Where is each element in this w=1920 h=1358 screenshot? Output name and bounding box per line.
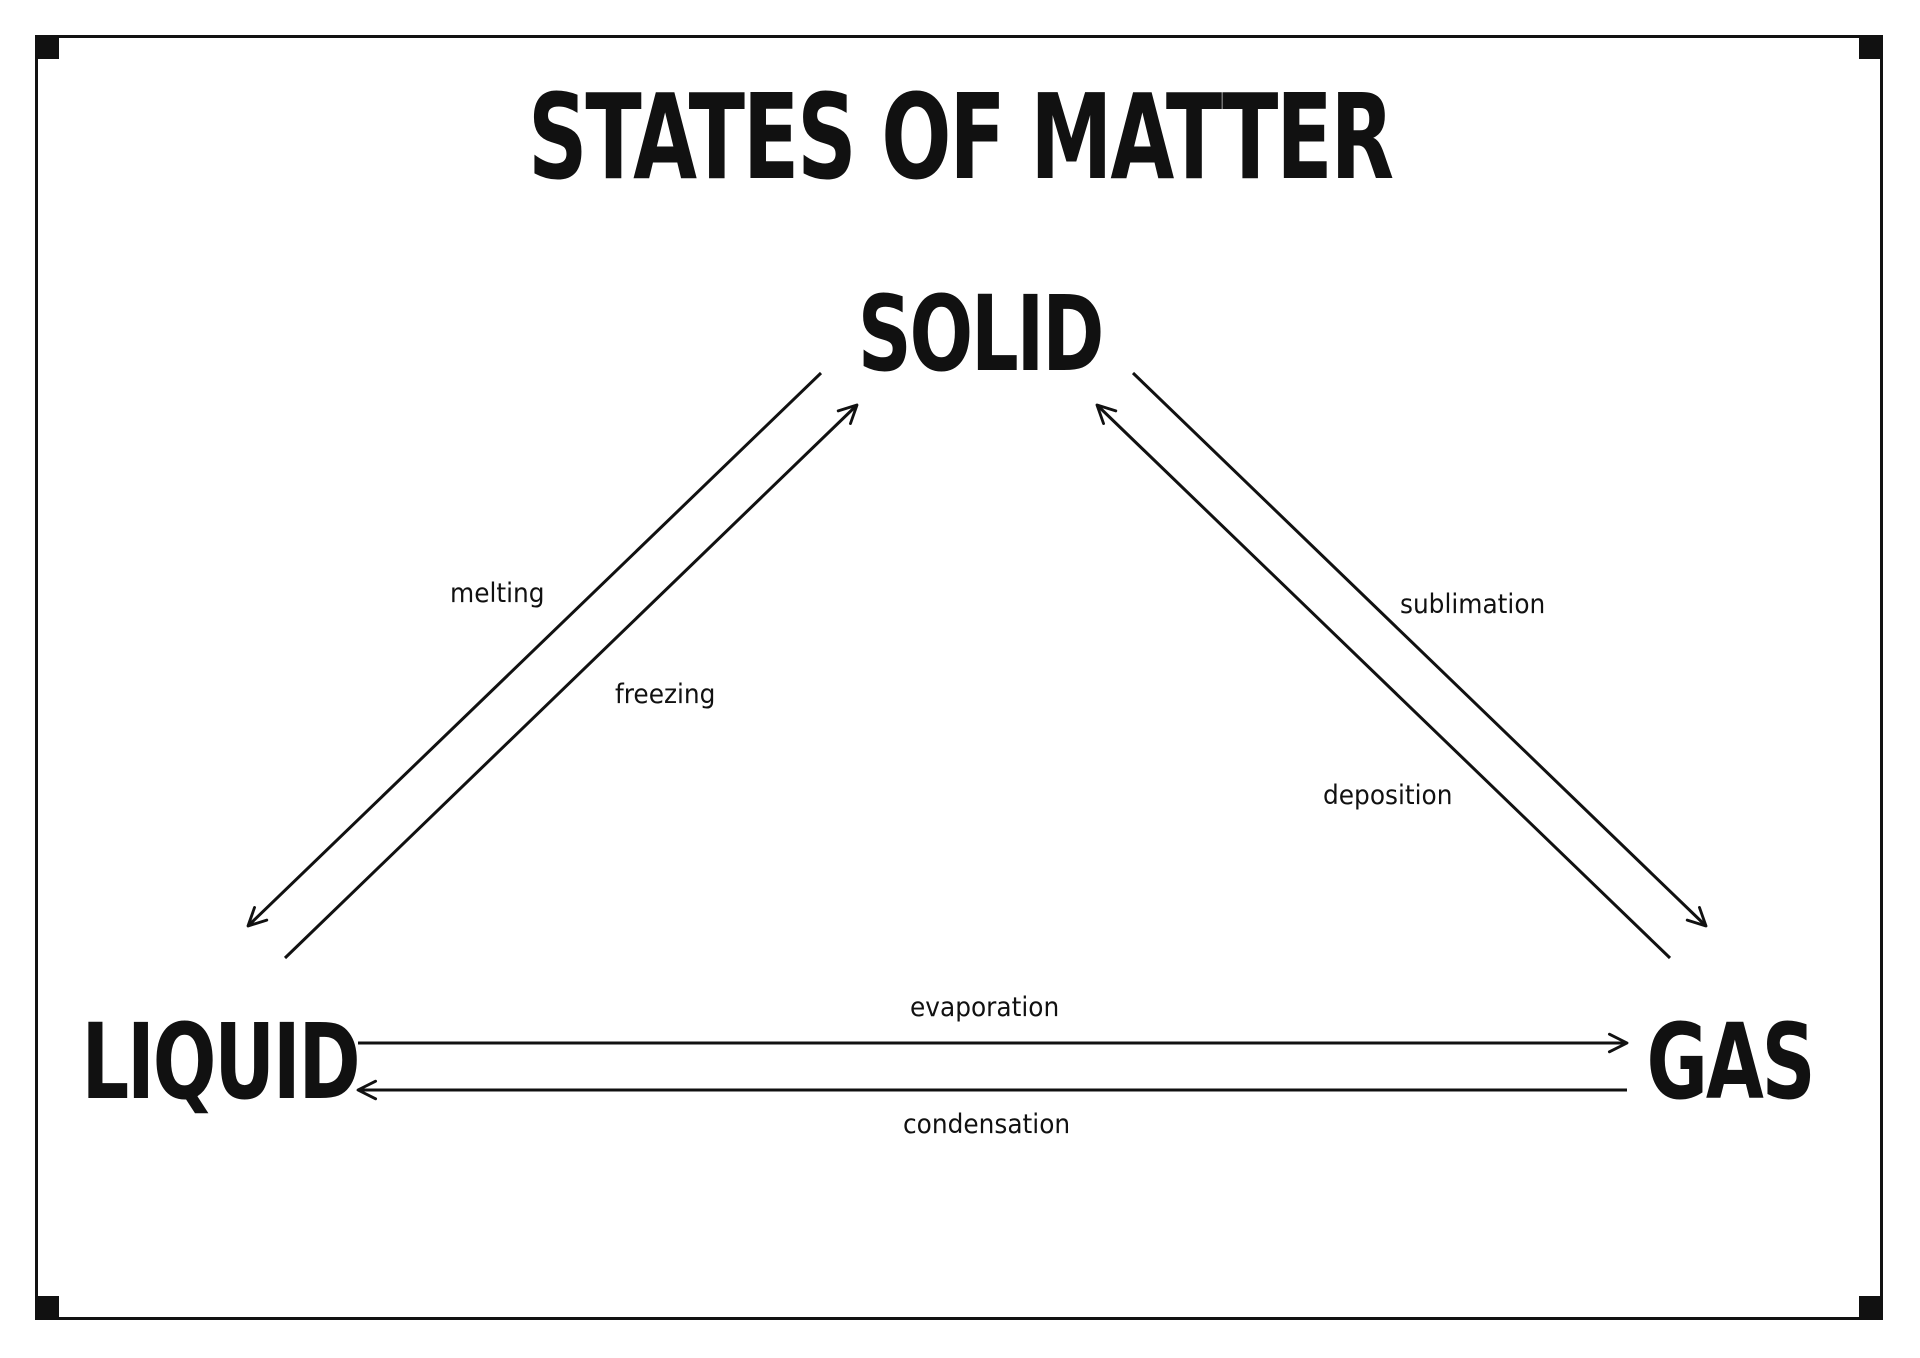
process-label-freezing: freezing bbox=[615, 679, 716, 710]
process-label-sublimation: sublimation bbox=[1400, 589, 1546, 620]
diagram-title: STATES OF MATTER bbox=[527, 68, 1394, 206]
corner-mark-bottom-left bbox=[35, 1296, 59, 1320]
state-solid: SOLID bbox=[857, 273, 1105, 395]
state-gas: GAS bbox=[1646, 1001, 1816, 1123]
process-label-deposition: deposition bbox=[1323, 780, 1453, 811]
arrow-deposition bbox=[1095, 403, 1672, 960]
process-label-condensation: condensation bbox=[903, 1109, 1071, 1140]
arrow-melting bbox=[246, 371, 823, 928]
arrow-sublimation bbox=[1131, 371, 1708, 928]
corner-mark-top-right bbox=[1859, 35, 1883, 59]
page-frame bbox=[35, 35, 1883, 1320]
corner-mark-top-left bbox=[35, 35, 59, 59]
process-label-melting: melting bbox=[450, 578, 545, 609]
process-label-evaporation: evaporation bbox=[910, 992, 1060, 1023]
arrow-freezing bbox=[283, 403, 859, 960]
state-liquid: LIQUID bbox=[81, 1001, 360, 1123]
corner-mark-bottom-right bbox=[1859, 1296, 1883, 1320]
